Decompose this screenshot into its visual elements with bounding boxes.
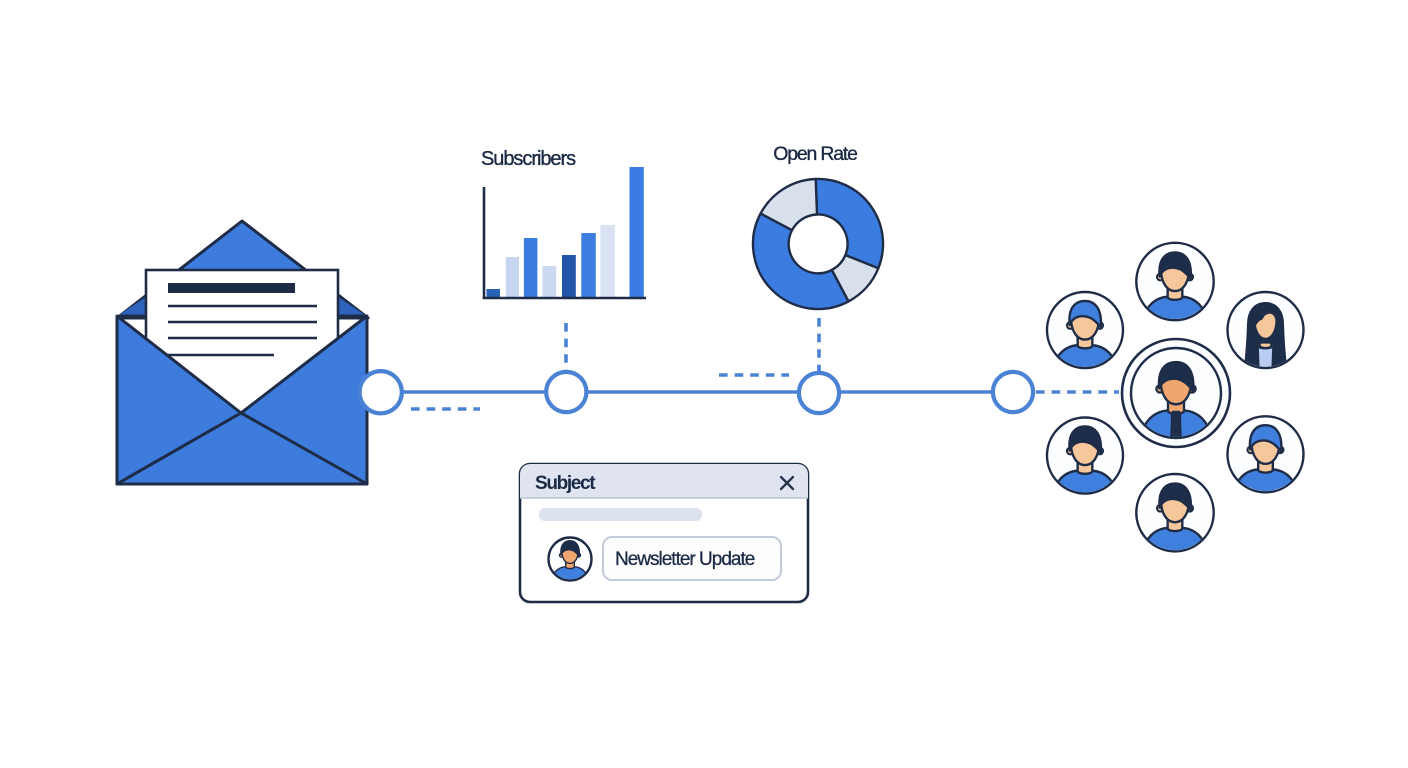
svg-text:Open Rate: Open Rate (773, 143, 857, 165)
svg-text:Subject: Subject (535, 473, 596, 494)
svg-text:Subscribers: Subscribers (481, 148, 576, 170)
svg-text:Newsletter Update: Newsletter Update (615, 549, 755, 570)
